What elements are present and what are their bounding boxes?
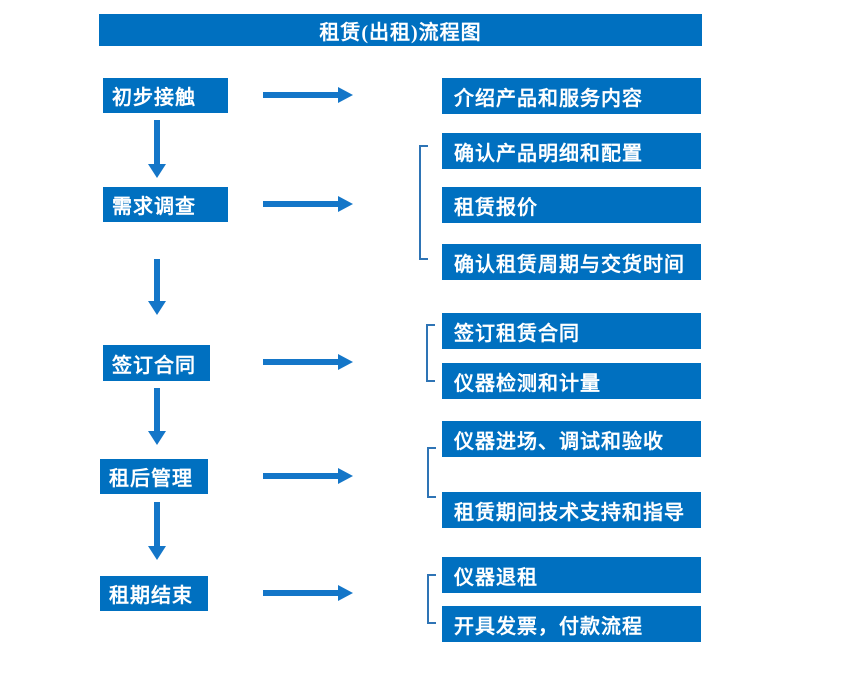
- detail-box-instrument-return: 仪器退租: [442, 557, 701, 593]
- group-bracket: [419, 145, 428, 260]
- detail-box-confirm-rental-period: 确认租赁周期与交货时间: [442, 244, 701, 280]
- down-arrow-icon: [148, 502, 166, 560]
- right-arrow-icon: [263, 585, 353, 601]
- right-arrow-icon: [263, 87, 353, 103]
- down-arrow-icon: [148, 259, 166, 315]
- step-box-post-rental-management: 租后管理: [100, 459, 208, 494]
- detail-box-instrument-testing: 仪器检测和计量: [442, 363, 701, 399]
- step-box-rental-end: 租期结束: [100, 576, 208, 611]
- detail-box-invoice-payment: 开具发票，付款流程: [442, 606, 701, 642]
- group-bracket: [427, 447, 436, 498]
- detail-box-technical-support: 租赁期间技术支持和指导: [442, 492, 701, 528]
- step-box-demand-survey: 需求调查: [103, 187, 228, 222]
- down-arrow-icon: [148, 120, 166, 178]
- right-arrow-icon: [263, 196, 353, 212]
- right-arrow-icon: [263, 468, 353, 484]
- group-bracket: [427, 574, 436, 624]
- detail-box-introduce-products: 介绍产品和服务内容: [442, 78, 701, 114]
- step-box-sign-contract: 签订合同: [103, 345, 210, 381]
- group-bracket: [426, 324, 435, 382]
- page-title: 租赁(出租)流程图: [99, 14, 702, 46]
- detail-box-rental-quote: 租赁报价: [442, 187, 701, 223]
- detail-box-instrument-arrival: 仪器进场、调试和验收: [442, 421, 701, 457]
- detail-box-confirm-product-details: 确认产品明细和配置: [442, 133, 701, 169]
- step-box-initial-contact: 初步接触: [103, 78, 228, 113]
- right-arrow-icon: [263, 354, 353, 370]
- down-arrow-icon: [148, 388, 166, 445]
- detail-box-sign-rental-contract: 签订租赁合同: [442, 313, 701, 349]
